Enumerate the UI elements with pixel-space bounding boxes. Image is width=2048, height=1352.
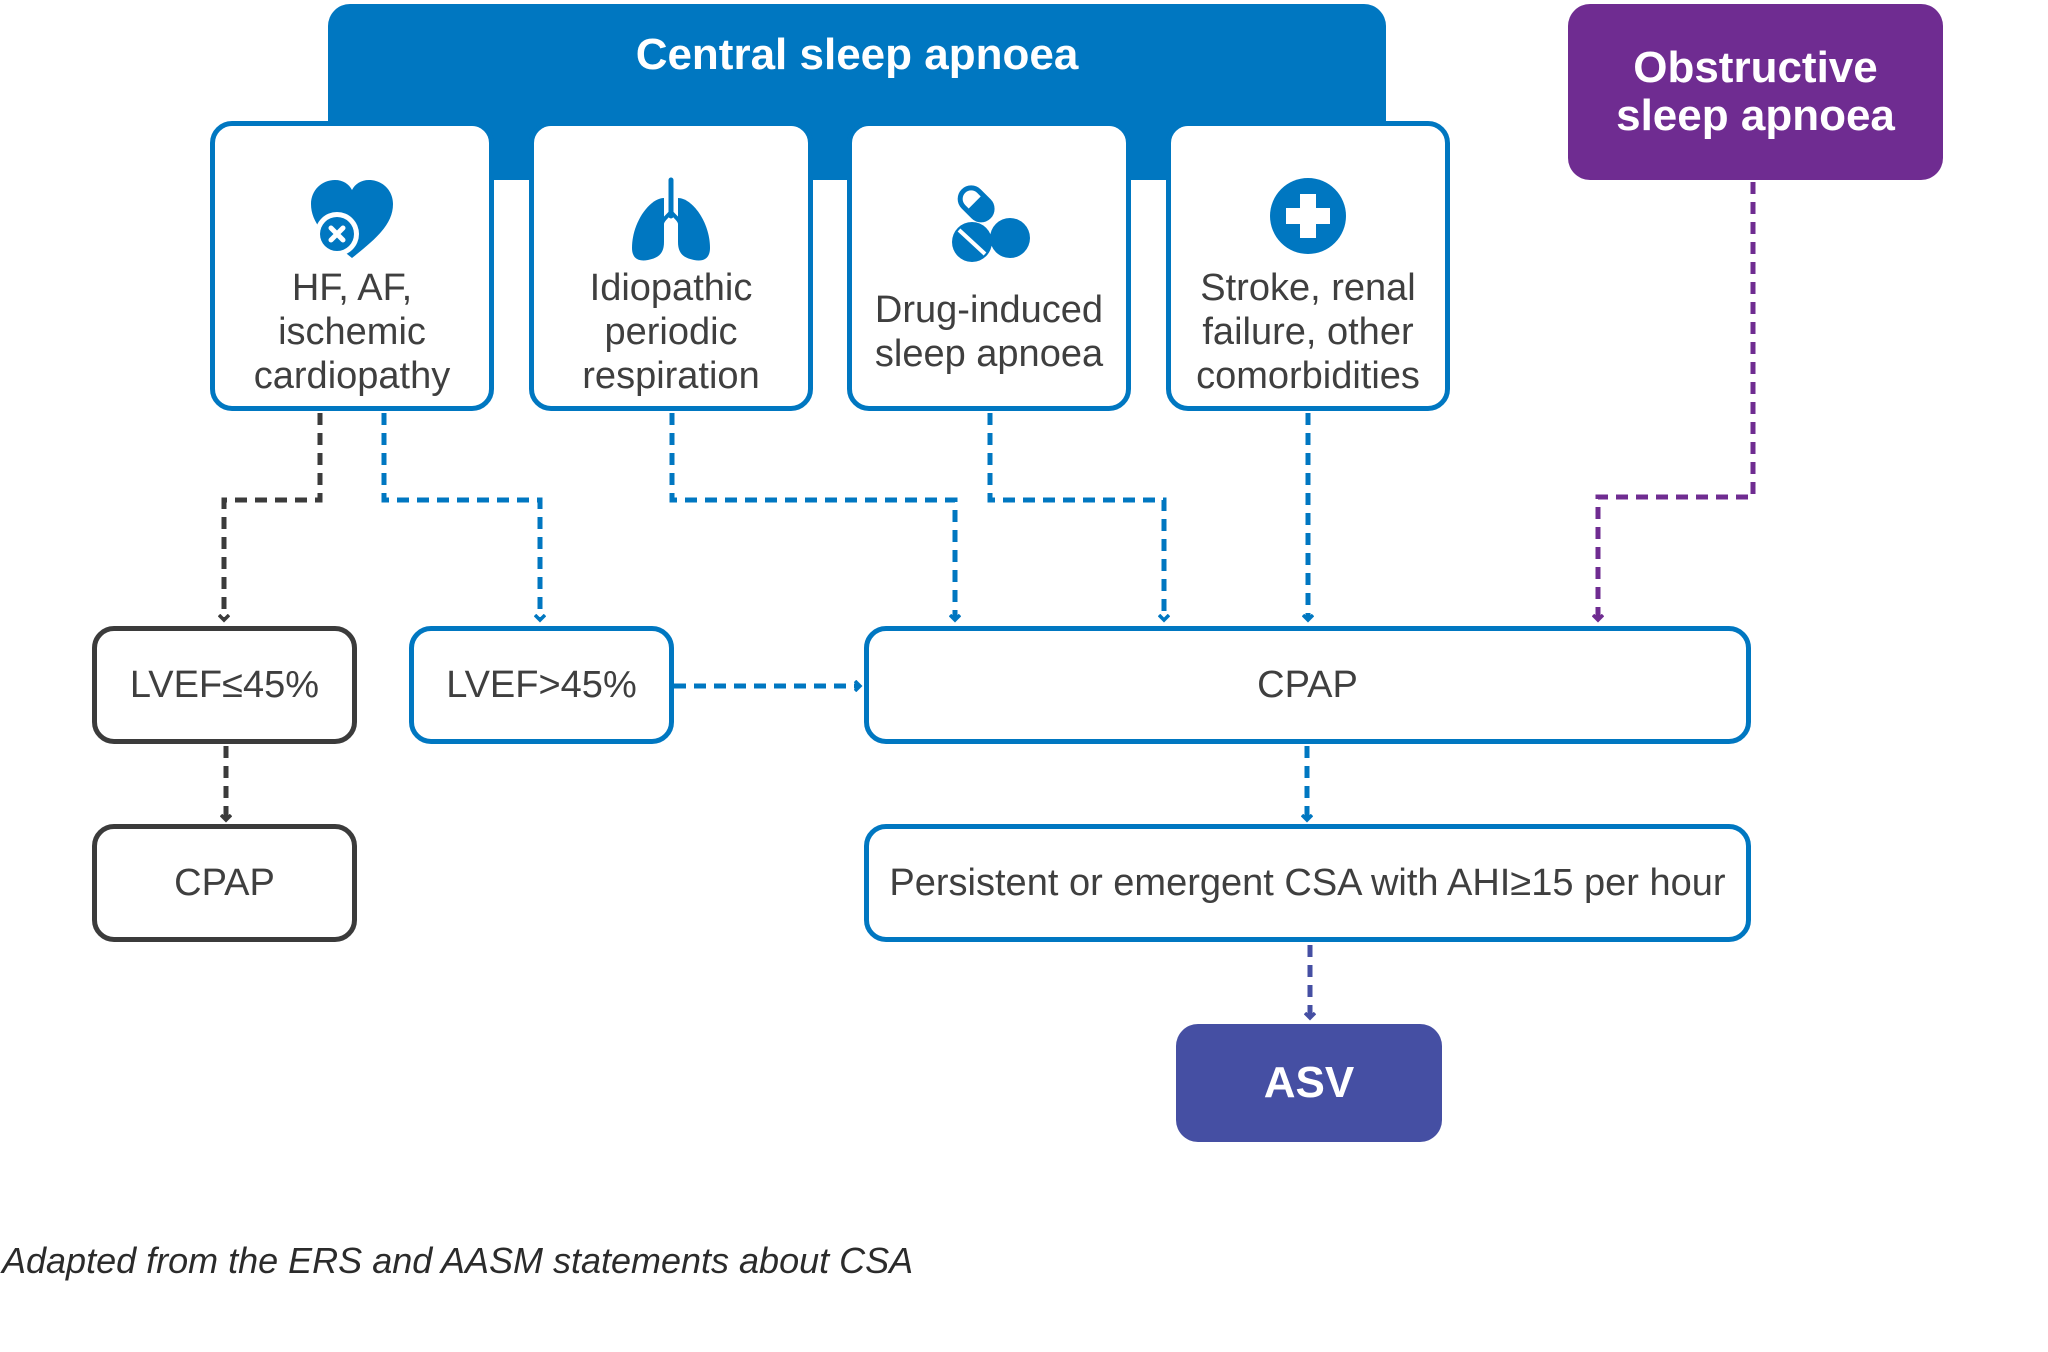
link-drug-induced-to-cpap xyxy=(987,413,1164,620)
lvef-high-node: LVEF>45% xyxy=(409,626,674,744)
figure-caption: Adapted from the ERS and AASM statements… xyxy=(2,1240,914,1281)
heart-icon xyxy=(215,176,489,266)
lvef-low-node: LVEF≤45% xyxy=(92,626,357,744)
link-osa-to-cpap xyxy=(1598,182,1756,620)
category-drug-induced-label: Drug-induced sleep apnoea xyxy=(874,289,1104,375)
category-idiopathic-label: Idiopathic periodic respiration xyxy=(582,267,760,397)
asv-node: ASV xyxy=(1176,1024,1442,1142)
category-idiopathic-card: Idiopathic periodic respiration xyxy=(529,121,813,411)
category-stroke-renal-label: Stroke, renal failure, other comorbiditi… xyxy=(1196,267,1420,397)
persistent-csa-node: Persistent or emergent CSA with AHI≥15 p… xyxy=(864,824,1751,942)
category-hf-af-card: HF, AF, ischemic cardiopathy xyxy=(210,121,494,411)
link-hf-to-lvef-low xyxy=(224,413,323,620)
category-hf-af-label: HF, AF, ischemic cardiopathy xyxy=(253,267,451,397)
link-hf-to-lvef-high xyxy=(381,413,540,620)
cpap-low-ef-node: CPAP xyxy=(92,824,357,942)
category-stroke-renal-card: Stroke, renal failure, other comorbiditi… xyxy=(1166,121,1450,411)
obstructive-sleep-apnoea-header: Obstructive sleep apnoea xyxy=(1568,4,1943,180)
link-idiopathic-to-cpap xyxy=(669,413,955,620)
medical-cross-icon xyxy=(1171,176,1445,266)
pills-icon xyxy=(852,176,1126,266)
lungs-icon xyxy=(534,176,808,266)
cpap-main-node: CPAP xyxy=(864,626,1751,744)
central-sleep-apnoea-title: Central sleep apnoea xyxy=(635,30,1079,79)
category-drug-induced-card: Drug-induced sleep apnoea xyxy=(847,121,1131,411)
